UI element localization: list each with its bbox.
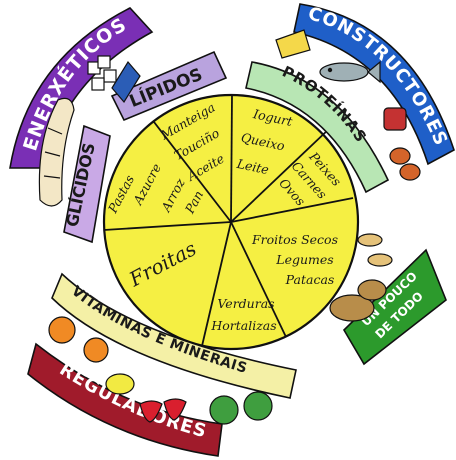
banner-glucids: GLÍCIDOS xyxy=(62,124,111,244)
wedge-vegetables: Verduras Hortalizas xyxy=(210,296,276,333)
wedge-legumes: Froitos Secos Legumes Patacas xyxy=(251,232,338,287)
wedge-legumes-item-2: Legumes xyxy=(275,252,333,267)
wheel-dividers xyxy=(103,94,354,347)
banner-proteins-ribbon xyxy=(245,61,390,194)
butter-icon xyxy=(111,60,141,104)
bread-icon xyxy=(38,97,75,207)
strawberry-icon xyxy=(139,398,187,423)
cheese-icon xyxy=(275,29,311,59)
wedge-legumes-item-3: Patacas xyxy=(285,272,335,287)
food-wheel: Manteiga Touciño Aceite Iogurt Queixo Le… xyxy=(102,93,360,351)
sugar-cubes-icon xyxy=(87,55,117,91)
meat-icon xyxy=(383,107,407,131)
lemon-icon xyxy=(105,373,135,395)
fish-icon xyxy=(319,60,381,84)
wedge-legumes-item-1: Froitos Secos xyxy=(251,232,338,247)
potatoes-icon xyxy=(329,279,387,322)
peanuts-icon xyxy=(357,233,393,267)
banner-regulators-ribbon xyxy=(27,342,223,457)
banner-mixed-ribbon xyxy=(342,248,447,366)
eggs-icon xyxy=(389,147,421,181)
banner-lipids-ribbon xyxy=(110,50,228,122)
food-illustrations xyxy=(38,29,421,425)
banner-vitamins-ribbon xyxy=(51,272,297,399)
banner-glucids-ribbon xyxy=(63,124,111,244)
wedge-vegetables-item-2: Hortalizas xyxy=(210,318,276,333)
wedge-dairy-item-3: Leite xyxy=(235,156,271,178)
banner-builders-ribbon xyxy=(293,3,455,166)
orange-icon xyxy=(48,316,109,363)
lettuce-icon xyxy=(209,391,273,425)
wedge-vegetables-item-1: Verduras xyxy=(217,296,274,311)
